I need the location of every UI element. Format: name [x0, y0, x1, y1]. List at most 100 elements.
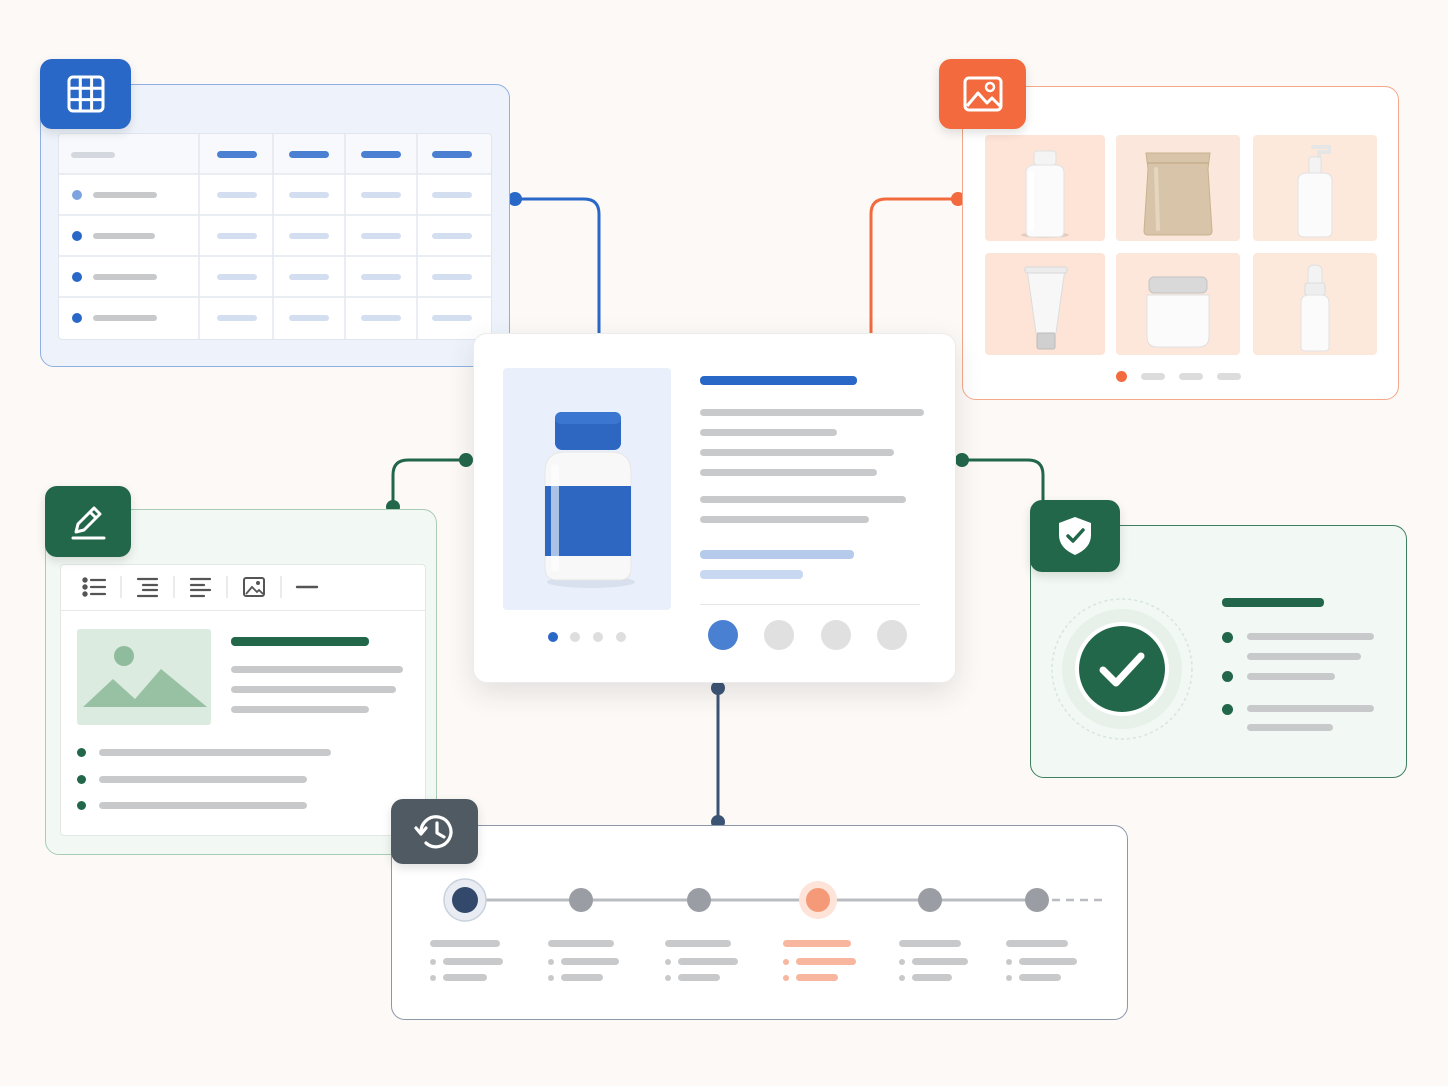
editor-text-line — [231, 686, 396, 693]
connector-node-product-left — [459, 453, 473, 467]
verify-text-line — [1247, 724, 1333, 731]
connector-table-to-product — [515, 197, 601, 333]
editor-document — [60, 564, 426, 836]
connector-node-table — [508, 192, 522, 206]
verify-bullet — [1222, 704, 1233, 715]
history-icon — [413, 814, 453, 848]
timeline-step — [687, 888, 711, 912]
checkmark-icon — [1099, 652, 1145, 687]
image-icon — [963, 76, 1002, 112]
editor-text-line — [231, 706, 369, 713]
product-panel — [473, 333, 956, 683]
product-description-line — [700, 516, 869, 523]
connector-node-product-right — [955, 453, 969, 467]
connector-gallery-to-product — [869, 197, 958, 333]
gallery-item-pump-bottle[interactable] — [1253, 135, 1377, 241]
verify-text-line — [1247, 673, 1335, 680]
product-link[interactable] — [700, 550, 854, 559]
gallery-page-dot[interactable] — [1217, 373, 1241, 380]
table-row — [72, 190, 472, 200]
table-header-cell — [361, 151, 401, 158]
table-header-cell — [289, 151, 329, 158]
timeline-badge: history-icon — [391, 799, 478, 864]
pencil-icon — [71, 506, 106, 539]
verify-heading — [1222, 598, 1324, 607]
timeline-step-label — [1006, 940, 1096, 990]
gallery-item-jar[interactable] — [1116, 253, 1240, 355]
indent-icon — [136, 577, 159, 598]
timeline-track — [443, 878, 1106, 922]
product-image-dot[interactable] — [616, 632, 626, 642]
gallery-panel — [962, 86, 1399, 400]
table-row — [72, 313, 472, 323]
data-table-grid — [59, 134, 491, 339]
editor-panel — [45, 509, 437, 855]
gallery-item-tube[interactable] — [985, 253, 1105, 355]
editor-toolbar — [61, 565, 425, 611]
connector-node-product-bottom — [711, 681, 725, 695]
gallery-badge: image-icon — [939, 59, 1026, 129]
editor-bullet — [77, 775, 86, 784]
product-swatch-active[interactable] — [708, 620, 738, 650]
timeline-panel — [391, 825, 1128, 1020]
align-left-icon — [189, 577, 212, 598]
grid-table-icon — [67, 75, 104, 113]
product-image[interactable] — [503, 368, 671, 610]
verify-bullet — [1222, 671, 1233, 682]
editor-heading — [231, 637, 369, 646]
table-panel — [40, 84, 510, 367]
connector-verify-to-product — [962, 458, 1045, 500]
product-image-dot[interactable] — [570, 632, 580, 642]
product-title — [700, 376, 857, 385]
editor-text-line — [231, 666, 403, 673]
editor-bullet-text — [99, 749, 331, 756]
product-swatch[interactable] — [877, 620, 907, 650]
timeline-step-current — [443, 878, 487, 922]
insert-image-icon — [243, 577, 265, 597]
product-link[interactable] — [700, 570, 803, 579]
timeline-step-label-highlighted — [783, 940, 873, 990]
data-table — [58, 133, 492, 340]
gallery-item-pouch[interactable] — [1116, 135, 1240, 241]
timeline-step — [569, 888, 593, 912]
editor-bullet — [77, 748, 86, 757]
product-swatch[interactable] — [821, 620, 851, 650]
verify-badge: shield-check-icon — [1030, 500, 1120, 572]
product-image-dot[interactable] — [593, 632, 603, 642]
shield-check-icon — [1059, 517, 1091, 555]
gallery-page-dot[interactable] — [1141, 373, 1165, 380]
table-row — [72, 231, 472, 241]
timeline-step-label — [665, 940, 755, 990]
product-image-dot-active[interactable] — [548, 632, 558, 642]
timeline-step-label — [899, 940, 989, 990]
editor-badge: pencil-icon — [45, 486, 131, 557]
list-icon — [82, 577, 107, 597]
verify-text-line — [1247, 633, 1374, 640]
table-header-cell — [432, 151, 472, 158]
editor-bullet — [77, 801, 86, 810]
table-badge: grid-table-icon — [40, 59, 131, 129]
gallery-page-dot-active[interactable] — [1116, 371, 1127, 382]
gallery-page-dot[interactable] — [1179, 373, 1203, 380]
table-header-cell — [71, 152, 115, 158]
table-row — [72, 272, 472, 282]
product-swatch[interactable] — [764, 620, 794, 650]
gallery-item-dropper-bottle[interactable] — [1253, 253, 1377, 355]
verify-text-line — [1247, 705, 1374, 712]
editor-image-placeholder[interactable] — [77, 629, 211, 725]
verification-status — [1051, 598, 1193, 740]
connector-editor-to-product — [391, 458, 466, 507]
timeline-step — [918, 888, 942, 912]
product-divider — [700, 604, 920, 605]
product-description-line — [700, 449, 894, 456]
verify-bullet — [1222, 632, 1233, 643]
timeline-step-highlighted — [799, 881, 837, 919]
product-description-line — [700, 429, 837, 436]
gallery-item-pill-bottle[interactable] — [985, 135, 1105, 241]
product-description-line — [700, 496, 906, 503]
table-header-cell — [217, 151, 257, 158]
editor-bullet-text — [99, 776, 307, 783]
verify-text-line — [1247, 653, 1361, 660]
medicine-bottle-icon — [544, 412, 635, 588]
